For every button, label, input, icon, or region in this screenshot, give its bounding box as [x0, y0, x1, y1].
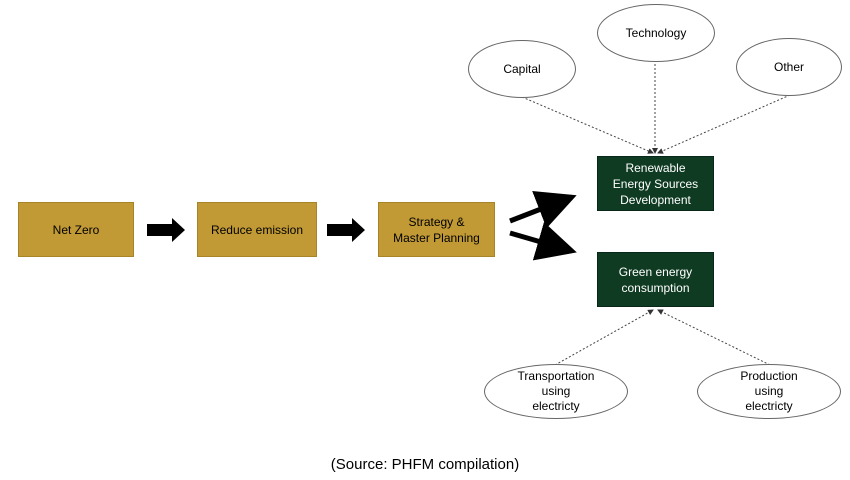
strategy-label: Strategy & Master Planning [393, 214, 480, 245]
strategy-box: Strategy & Master Planning [378, 202, 495, 257]
transportation-ellipse: Transportation using electricty [484, 364, 628, 419]
reduce-emission-box: Reduce emission [197, 202, 317, 257]
transportation-label: Transportation using electricty [517, 369, 595, 413]
renewable-box: Renewable Energy Sources Development [597, 156, 714, 211]
dotted-transportation-to-green [554, 309, 654, 366]
production-ellipse: Production using electricty [697, 364, 841, 419]
capital-ellipse: Capital [468, 40, 576, 98]
technology-ellipse: Technology [597, 4, 715, 62]
capital-label: Capital [503, 61, 541, 76]
reduce-emission-label: Reduce emission [210, 222, 304, 237]
dotted-other-to-renewable [657, 94, 791, 154]
dotted-production-to-green [657, 309, 771, 366]
arrow-strategy-to-renewable [509, 190, 577, 229]
source-caption: (Source: PHFM compilation) [330, 456, 520, 473]
production-label: Production using electricty [740, 369, 798, 413]
green-consumption-label: Green energy consumption [618, 264, 693, 295]
dotted-capital-to-renewable [521, 96, 654, 154]
arrow-strategy-to-green [509, 222, 577, 261]
renewable-label: Renewable Energy Sources Development [612, 160, 699, 207]
arrow-net-zero-to-reduce [147, 218, 185, 242]
other-ellipse: Other [736, 38, 842, 96]
technology-label: Technology [625, 25, 687, 40]
net-zero-label: Net Zero [52, 222, 100, 237]
arrow-reduce-to-strategy [327, 218, 365, 242]
net-zero-box: Net Zero [18, 202, 134, 257]
green-consumption-box: Green energy consumption [597, 252, 714, 307]
other-label: Other [773, 59, 804, 74]
